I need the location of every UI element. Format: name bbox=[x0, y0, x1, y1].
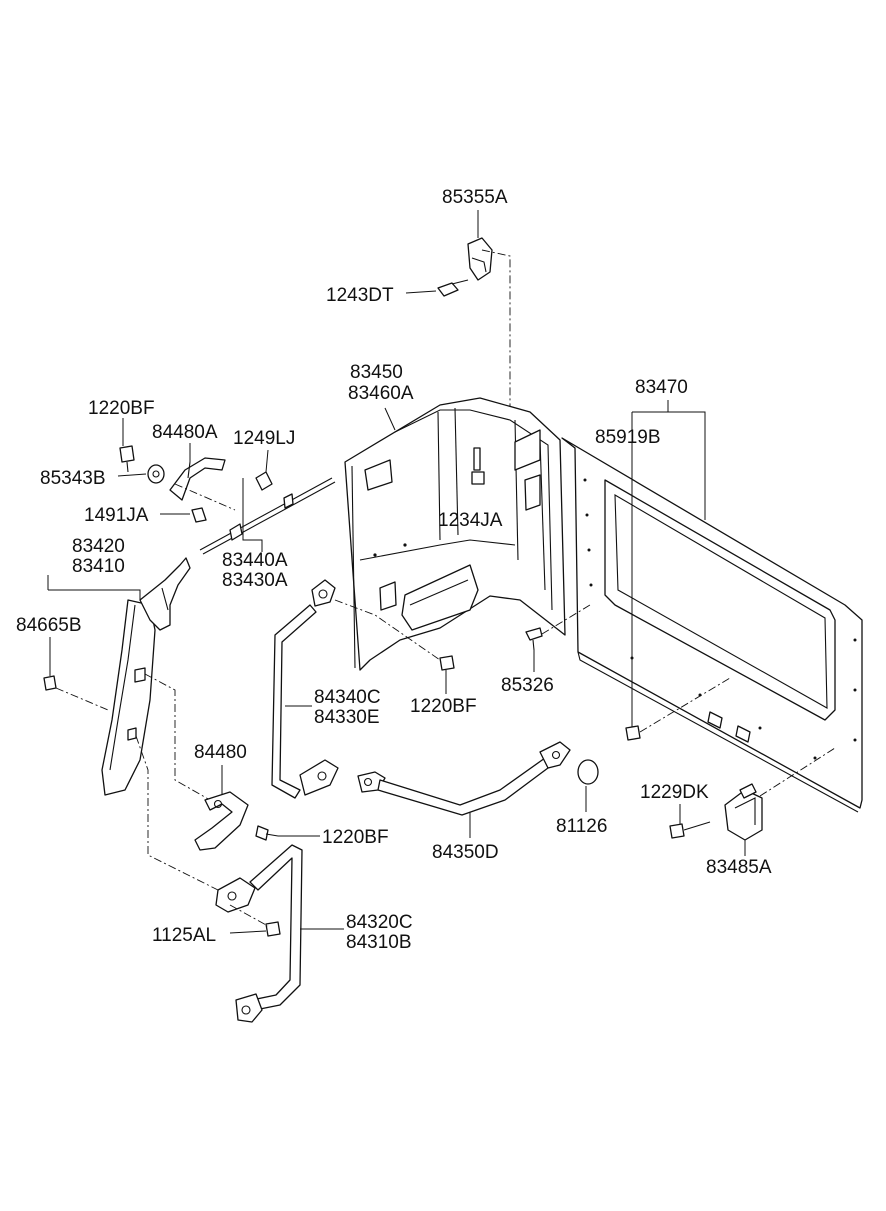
label-1249LJ: 1249LJ bbox=[233, 428, 295, 449]
label-83440A: 83440A bbox=[222, 550, 288, 571]
label-83485A: 83485A bbox=[706, 857, 772, 878]
label-1220BF-upper: 1220BF bbox=[88, 398, 155, 419]
label-1491JA: 1491JA bbox=[84, 505, 149, 526]
label-84310B: 84310B bbox=[346, 932, 412, 953]
side-trim-83450 bbox=[344, 397, 566, 671]
clip-85355A bbox=[467, 237, 493, 281]
screw-1220BF-lower bbox=[255, 825, 279, 841]
clip-85326 bbox=[525, 627, 543, 651]
label-1243DT: 1243DT bbox=[326, 285, 394, 306]
label-81126: 81126 bbox=[556, 816, 607, 837]
label-84480A: 84480A bbox=[152, 422, 218, 443]
label-83450: 83450 bbox=[350, 362, 403, 383]
label-85343B: 85343B bbox=[40, 468, 106, 489]
label-84480: 84480 bbox=[194, 742, 247, 763]
label-83430A: 83430A bbox=[222, 570, 288, 591]
rod-83440A bbox=[199, 477, 336, 555]
bolt-1125AL bbox=[265, 921, 281, 937]
bolt-1220BF-mid bbox=[439, 655, 455, 671]
label-85326: 85326 bbox=[501, 675, 554, 696]
label-83460A: 83460A bbox=[348, 383, 414, 404]
label-85355A: 85355A bbox=[442, 187, 508, 208]
screw-1243DT bbox=[437, 279, 469, 297]
label-84330E: 84330E bbox=[314, 707, 380, 728]
label-84665B: 84665B bbox=[16, 615, 82, 636]
label-1229DK: 1229DK bbox=[640, 782, 709, 803]
label-84320C: 84320C bbox=[346, 912, 413, 933]
assist-handle-84340C bbox=[271, 579, 339, 799]
label-84340C: 84340C bbox=[314, 687, 381, 708]
screw-1234JA bbox=[471, 447, 485, 485]
screw-85919B bbox=[625, 725, 641, 741]
screw-1229DK bbox=[669, 821, 711, 839]
clip-84665B bbox=[43, 675, 57, 691]
bracket-84480A bbox=[169, 457, 226, 501]
label-83420: 83420 bbox=[72, 536, 125, 557]
label-83470: 83470 bbox=[635, 377, 688, 398]
label-1234JA: 1234JA bbox=[438, 510, 503, 531]
label-84350D: 84350D bbox=[432, 842, 499, 863]
label-1220BF-mid: 1220BF bbox=[410, 696, 477, 717]
label-1125AL: 1125AL bbox=[152, 925, 216, 946]
bolt-1220BF-upper bbox=[119, 445, 135, 473]
bracket-83485A bbox=[724, 783, 763, 841]
bolt-1249LJ bbox=[255, 471, 273, 491]
nut-1491JA bbox=[191, 507, 207, 523]
label-1220BF-lower: 1220BF bbox=[322, 827, 389, 848]
label-83410: 83410 bbox=[72, 556, 125, 577]
label-85919B: 85919B bbox=[595, 427, 661, 448]
pillar-trim-83420 bbox=[101, 557, 191, 796]
bracket-84480 bbox=[194, 791, 249, 851]
grab-handle-84350D bbox=[357, 741, 571, 816]
assist-handle-84320C bbox=[215, 844, 303, 1023]
side-panel-83470 bbox=[561, 437, 863, 813]
bushing-85343B bbox=[147, 464, 165, 484]
cap-81126 bbox=[577, 759, 599, 785]
